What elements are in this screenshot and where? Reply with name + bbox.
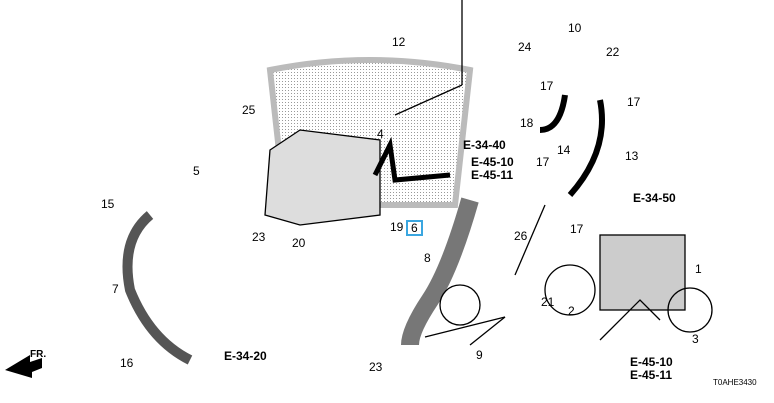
callout-20[interactable]: 20 — [292, 236, 306, 250]
callout-23[interactable]: 23 — [252, 230, 266, 244]
ref-e-45-11[interactable]: E-45-11 — [471, 168, 514, 182]
callout-1[interactable]: 1 — [695, 262, 702, 276]
callout-24[interactable]: 24 — [518, 40, 532, 54]
callout-16[interactable]: 16 — [120, 356, 134, 370]
callout-17[interactable]: 17 — [627, 95, 641, 109]
callout-23[interactable]: 23 — [369, 360, 383, 374]
egr-valve — [599, 234, 686, 311]
callout-3[interactable]: 3 — [692, 332, 699, 346]
front-direction-label: FR. — [30, 349, 47, 360]
callout-19[interactable]: 19 — [390, 220, 404, 234]
egr-pipe-7 — [122, 211, 193, 365]
callout-26[interactable]: 26 — [514, 229, 528, 243]
ref-e-34-20[interactable]: E-34-20 — [224, 349, 267, 363]
callout-15[interactable]: 15 — [101, 197, 115, 211]
callout-17[interactable]: 17 — [540, 79, 554, 93]
callout-10[interactable]: 10 — [568, 21, 582, 35]
callout-25[interactable]: 25 — [242, 103, 256, 117]
hose-14 — [539, 94, 568, 133]
callout-6-highlighted[interactable]: 6 — [406, 220, 423, 236]
diagram-code: T0AHE3430 — [713, 378, 757, 387]
ref-e-45-10[interactable]: E-45-10 — [630, 355, 673, 369]
callout-7[interactable]: 7 — [112, 282, 119, 296]
hose-13 — [567, 99, 605, 197]
callout-18[interactable]: 18 — [520, 116, 534, 130]
ref-e-45-10[interactable]: E-45-10 — [471, 155, 514, 169]
ref-e-34-40[interactable]: E-34-40 — [463, 138, 506, 152]
callout-17[interactable]: 17 — [570, 222, 584, 236]
pipe-4 — [372, 136, 451, 183]
ref-e-34-50[interactable]: E-34-50 — [633, 191, 676, 205]
callout-22[interactable]: 22 — [606, 45, 620, 59]
ref-e-45-11[interactable]: E-45-11 — [630, 368, 673, 382]
callout-8[interactable]: 8 — [424, 251, 431, 265]
fr-arrow-icon — [5, 355, 42, 378]
callout-9[interactable]: 9 — [476, 348, 483, 362]
egr-cooler — [264, 129, 381, 226]
callout-12[interactable]: 12 — [392, 35, 406, 49]
callout-17[interactable]: 17 — [536, 155, 550, 169]
callout-21[interactable]: 21 — [541, 295, 555, 309]
egr-pipe-8 — [401, 197, 479, 346]
callout-4[interactable]: 4 — [377, 127, 384, 141]
callout-5[interactable]: 5 — [193, 164, 200, 178]
callout-2[interactable]: 2 — [568, 304, 575, 318]
callout-13[interactable]: 13 — [625, 149, 639, 163]
callout-14[interactable]: 14 — [557, 143, 571, 157]
